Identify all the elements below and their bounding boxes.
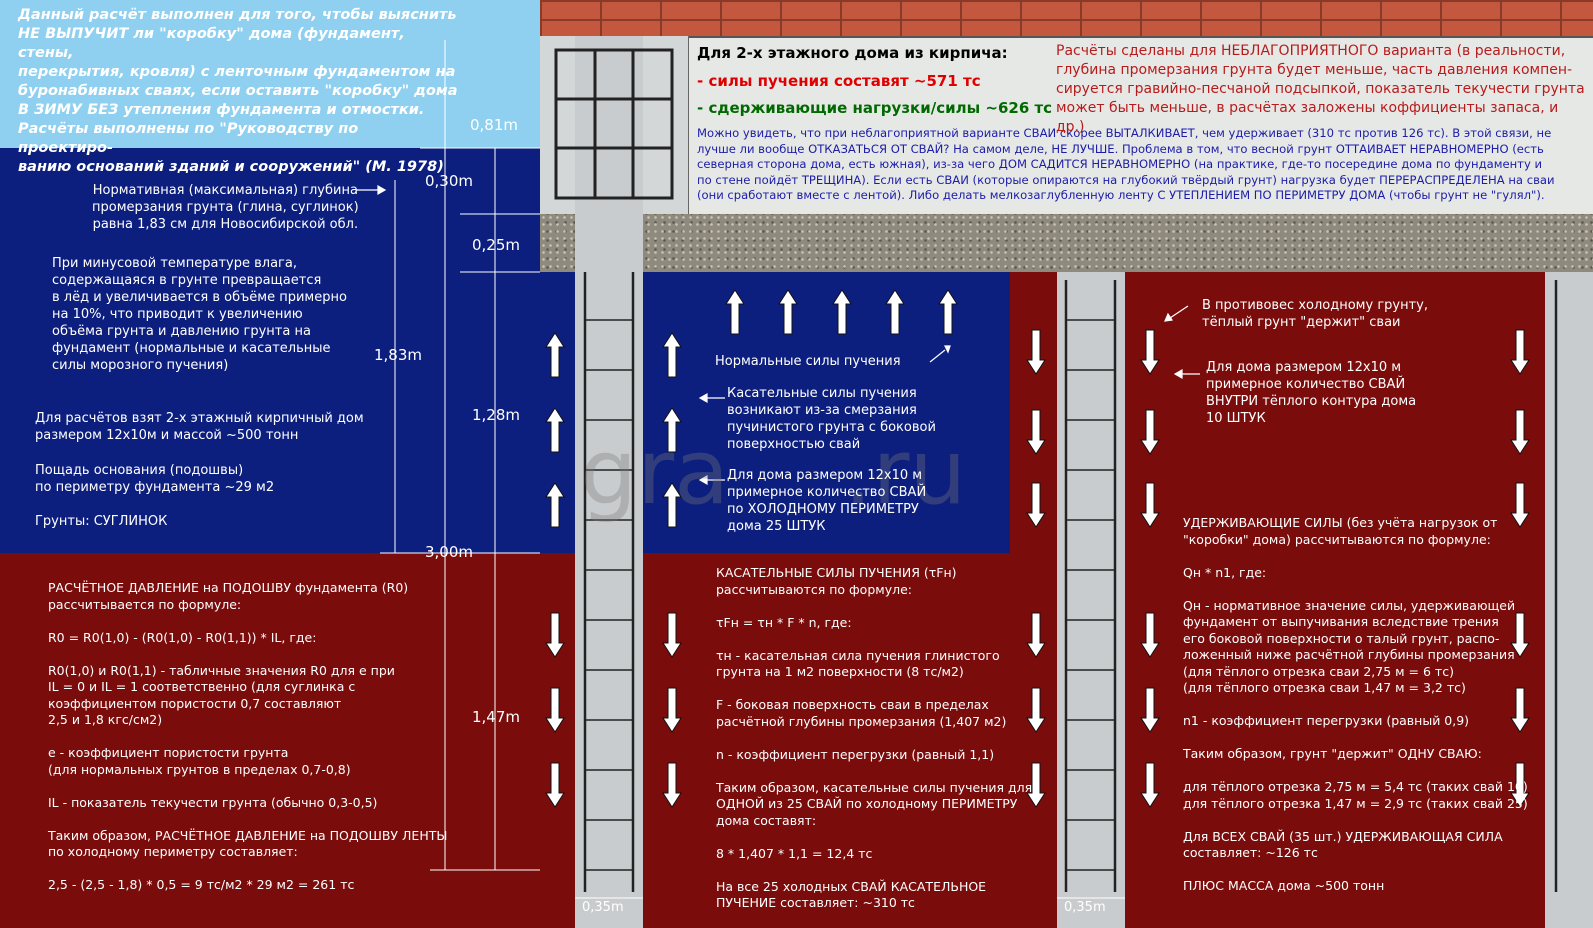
dim-pile-width-left: 0,35m xyxy=(582,900,624,915)
moisture-text: При минусовой температуре влага, содержа… xyxy=(52,256,347,373)
watermark: gra .ru xyxy=(580,420,967,525)
brick-wall xyxy=(540,0,1593,38)
dim-128: 1,28m xyxy=(472,406,521,424)
box-title: Для 2-х этажного дома из кирпича: xyxy=(697,44,1008,62)
dim-183: 1,83m xyxy=(374,346,423,364)
holding-formula-text: УДЕРЖИВАЮЩИЕ СИЛЫ (без учёта нагрузок от… xyxy=(1183,515,1528,893)
soil-text: Грунты: СУГЛИНОК xyxy=(35,514,168,529)
beam-rebar xyxy=(554,48,674,200)
dim-300: 3,00m xyxy=(425,543,474,561)
warm-piles-label: Для дома размером 12х10 м примерное коли… xyxy=(1206,360,1417,426)
warm-soil-label: В противовес холодному грунту, тёплый гр… xyxy=(1202,298,1428,330)
intro-text: Данный расчёт выполнен для того, чтобы в… xyxy=(18,7,458,175)
tangent-forces-label: Касательные силы пучения возникают из-за… xyxy=(727,386,936,452)
gravel-layer xyxy=(540,214,1593,272)
normal-forces-label: Нормальные силы пучения xyxy=(715,354,901,369)
heave-forces-line: - силы пучения составят ~571 тс xyxy=(697,72,981,90)
normal-heave-arrows xyxy=(725,289,958,335)
cold-piles-label: Для дома размером 12х10 м примерное коли… xyxy=(727,468,927,534)
pile-warm-middle xyxy=(1057,272,1125,928)
pressure-text: РАСЧЁТНОЕ ДАВЛЕНИЕ на ПОДОШВУ фундамента… xyxy=(48,580,448,892)
conclusion-note: Можно увидеть, что при неблагоприятной в… xyxy=(697,126,1555,202)
house-text: Для расчётов взят 2-х этажный кирпичный … xyxy=(35,411,364,443)
dim-pile-width-middle: 0,35m xyxy=(1064,900,1106,915)
sky-zone xyxy=(0,0,540,148)
frost-depth-text: Нормативная (максимальная) глубина проме… xyxy=(92,183,359,232)
dim-025: 0,25m xyxy=(472,236,521,254)
base-area-text: Пощадь основания (подошвы) по периметру … xyxy=(35,463,275,495)
holding-forces-line: - сдерживающие нагрузки/силы ~626 тс xyxy=(697,99,1053,117)
tangent-formula-text: КАСАТЕЛЬНЫЕ СИЛЫ ПУЧЕНИЯ (τFн) рассчитыв… xyxy=(716,565,1033,910)
assumptions-note: Расчёты сделаны для НЕБЛАГОПРИЯТНОГО вар… xyxy=(1056,43,1585,135)
dim-147: 1,47m xyxy=(472,708,521,726)
dim-030: 0,30m xyxy=(425,172,474,190)
pile-warm-right xyxy=(1545,272,1593,928)
deep-soil-zone xyxy=(0,553,1010,928)
info-box xyxy=(540,36,1593,216)
dim-081: 0,81m xyxy=(470,116,519,134)
cold-soil-zone xyxy=(0,148,540,553)
